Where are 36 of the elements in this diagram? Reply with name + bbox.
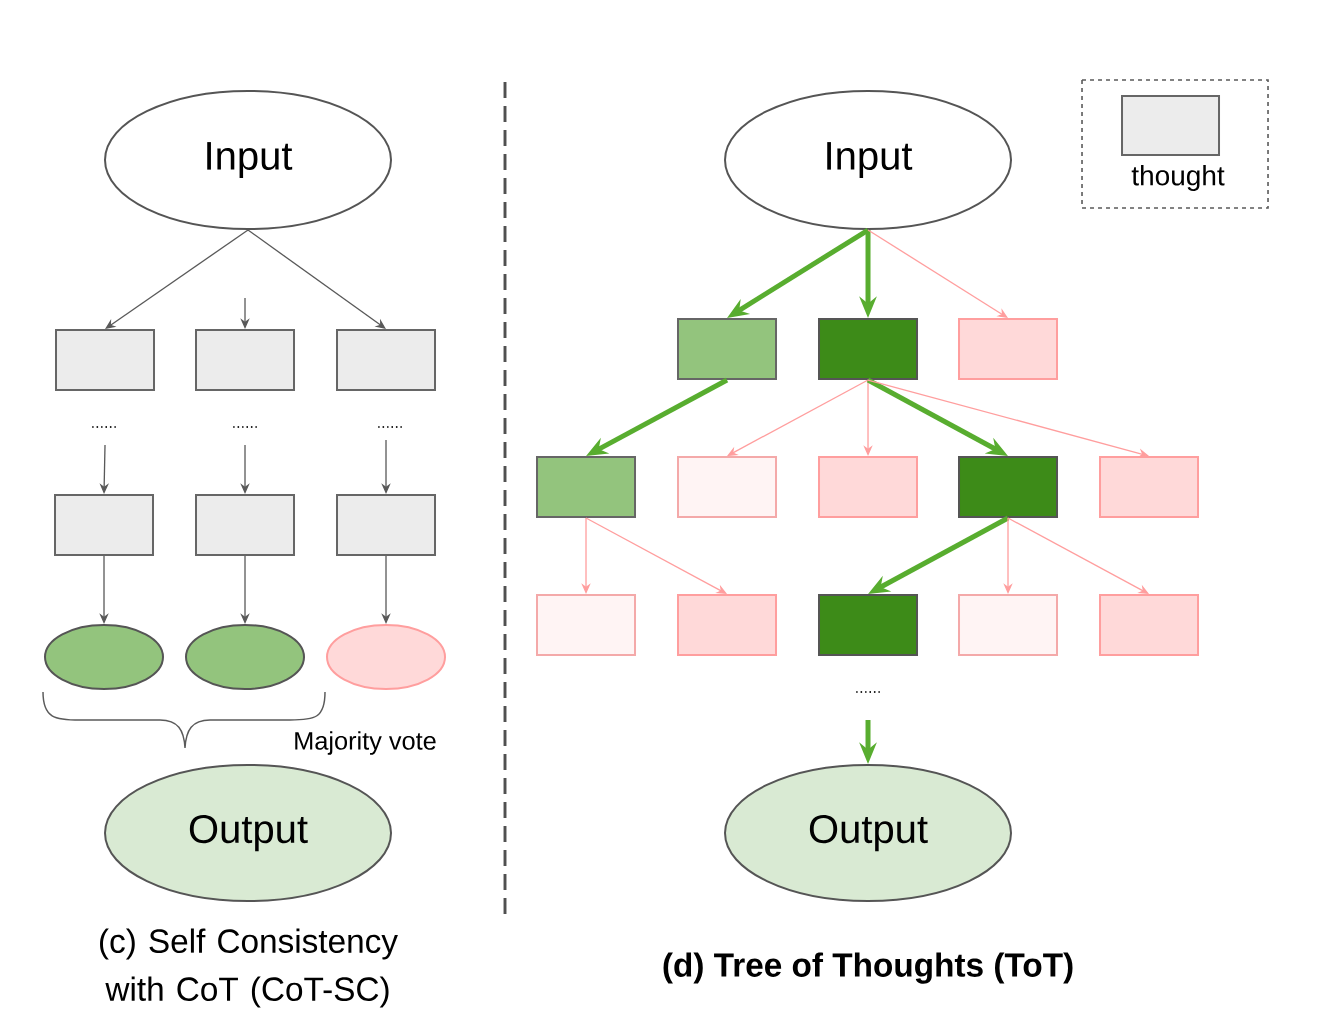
thought-box: [536, 456, 636, 518]
thought-box: [677, 318, 777, 380]
thought-box: [195, 329, 295, 391]
thought-box: [958, 318, 1058, 380]
ellipsis-text: ......: [378, 426, 402, 428]
thought-box: [336, 494, 436, 556]
arrow: [247, 229, 386, 329]
ellipsis-text: ......: [92, 426, 116, 428]
arrow: [867, 379, 1149, 458]
arrow: [105, 229, 249, 329]
thought-box: [54, 494, 154, 556]
thought-box: [677, 456, 777, 518]
legend-text: thought: [1131, 164, 1225, 192]
answer-ellipse: [326, 624, 446, 690]
answer-ellipse: [185, 624, 305, 690]
arrow: [1007, 517, 1149, 594]
answer-ellipse: [44, 624, 164, 690]
annotation-text: Majority vote: [295, 731, 436, 755]
arrow: [727, 379, 869, 456]
thought-box: [1099, 594, 1199, 656]
thought-box: [336, 329, 436, 391]
arrow: [585, 517, 727, 594]
thought-box: [818, 594, 918, 656]
thought-box: [536, 594, 636, 656]
thought-box: [958, 456, 1058, 518]
thought-box: [55, 329, 155, 391]
thought-box: [677, 594, 777, 656]
thought-box: [818, 456, 918, 518]
thought-box: [818, 318, 918, 380]
ellipsis-text: ......: [856, 691, 880, 693]
thought-box: [958, 594, 1058, 656]
ellipsis-text: ......: [233, 426, 257, 428]
caption: (d) Tree of Thoughts (ToT): [663, 952, 1073, 984]
thought-box: [1099, 456, 1199, 518]
arrow: [867, 229, 1008, 318]
thought-box: [195, 494, 295, 556]
